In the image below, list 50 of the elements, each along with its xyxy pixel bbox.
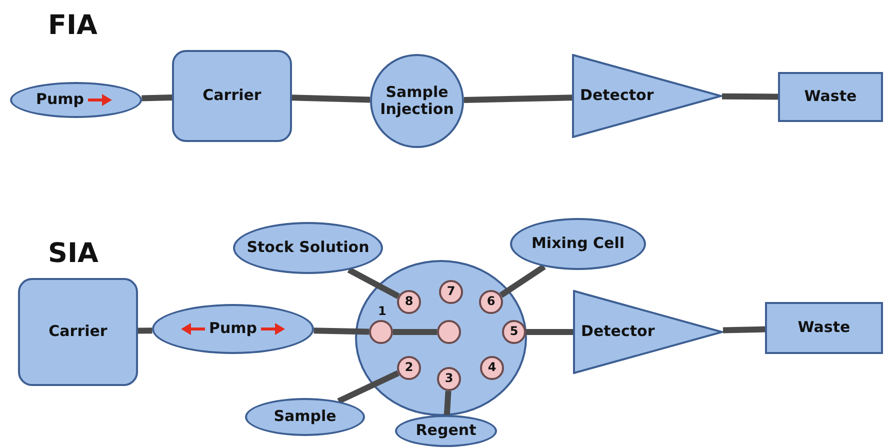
port-number: 2 — [404, 361, 414, 375]
port-circle — [397, 290, 421, 314]
node-label: Sample Injection — [379, 84, 455, 118]
port-number: 8 — [404, 295, 414, 309]
node-label: Pump — [36, 91, 84, 109]
port-circle — [480, 356, 504, 380]
connector-line — [292, 94, 370, 103]
port-circle — [437, 367, 461, 391]
node-label: Sample — [274, 408, 336, 426]
node-label: Mixing Cell — [532, 235, 624, 253]
rounded-box — [172, 50, 292, 142]
node-label: Detector — [581, 323, 655, 341]
connector-line — [142, 94, 172, 102]
port-number: 5 — [510, 325, 518, 339]
port-number: 1 — [378, 305, 386, 319]
connector-line — [499, 264, 546, 298]
port-circle — [479, 290, 503, 314]
node-label: Pump — [208, 320, 258, 338]
section-heading: SIA — [48, 238, 98, 269]
port-number: 4 — [488, 361, 496, 375]
connector-line — [444, 390, 452, 416]
rect-box — [765, 302, 883, 354]
connector-line — [722, 93, 778, 100]
node-label: Waste — [798, 319, 850, 337]
triangle-node — [572, 54, 722, 138]
connector-line — [314, 328, 370, 335]
node-label: Stock Solution — [246, 239, 370, 257]
node-label: Carrier — [48, 323, 108, 341]
node-label: Detector — [580, 87, 654, 105]
port-circle — [502, 320, 526, 344]
node-label: Regent — [416, 422, 476, 440]
section-heading: FIA — [48, 10, 98, 41]
connector-line — [393, 329, 437, 335]
connector-line — [138, 328, 152, 334]
node-label: Waste — [804, 88, 857, 106]
port-circle — [397, 356, 421, 380]
port-circle — [439, 280, 463, 304]
node-label: Carrier — [202, 87, 262, 105]
triangle-node — [573, 290, 723, 374]
rect-box — [778, 72, 883, 122]
port-number: 7 — [446, 285, 456, 299]
port-number: 6 — [486, 295, 496, 309]
connector-line — [722, 326, 766, 334]
connector-line — [464, 94, 572, 103]
connector-line — [337, 370, 400, 404]
rounded-box — [18, 278, 138, 386]
connector-line — [526, 329, 573, 335]
connector-line — [347, 267, 400, 299]
port-number: 3 — [444, 372, 454, 386]
port-circle — [437, 320, 461, 344]
